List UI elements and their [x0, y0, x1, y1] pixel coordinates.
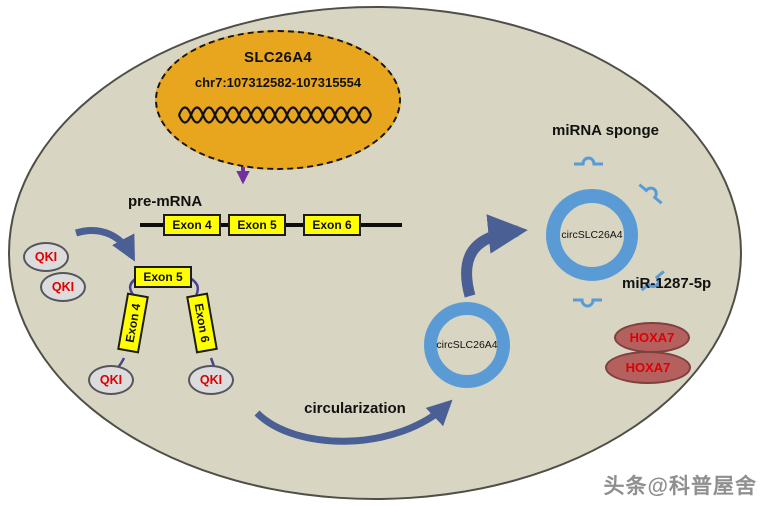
pre-mrna-label: pre-mRNA [128, 193, 203, 210]
gene-name: SLC26A4 [244, 49, 312, 66]
nucleus: SLC26A4 chr7:107312582-107315554 [155, 30, 401, 170]
mir-1287-5p-label: miR-1287-5p [622, 275, 712, 292]
qki-protein: QKI [40, 272, 86, 302]
qki-protein: QKI [23, 242, 69, 272]
dna-helix-icon [177, 106, 373, 124]
gene-locus: chr7:107312582-107315554 [194, 75, 362, 90]
complex-exon-5: Exon 5 [134, 266, 192, 288]
exon-box-5: Exon 5 [228, 214, 286, 236]
qki-protein: QKI [88, 365, 134, 395]
circrna-ring: circSLC26A4 [424, 302, 510, 388]
exon-box-6: Exon 6 [303, 214, 361, 236]
hoxa7-protein: HOXA7 [605, 351, 691, 384]
exon-box-4: Exon 4 [163, 214, 221, 236]
mirna-sponge-label: miRNA sponge [552, 122, 659, 139]
qki-protein: QKI [188, 365, 234, 395]
circularization-label: circularization [304, 400, 406, 417]
hoxa7-protein: HOXA7 [614, 322, 690, 353]
circrna-ring-sponge: circSLC26A4 [546, 189, 638, 281]
watermark: 头条@科普屋舍 [603, 475, 757, 498]
